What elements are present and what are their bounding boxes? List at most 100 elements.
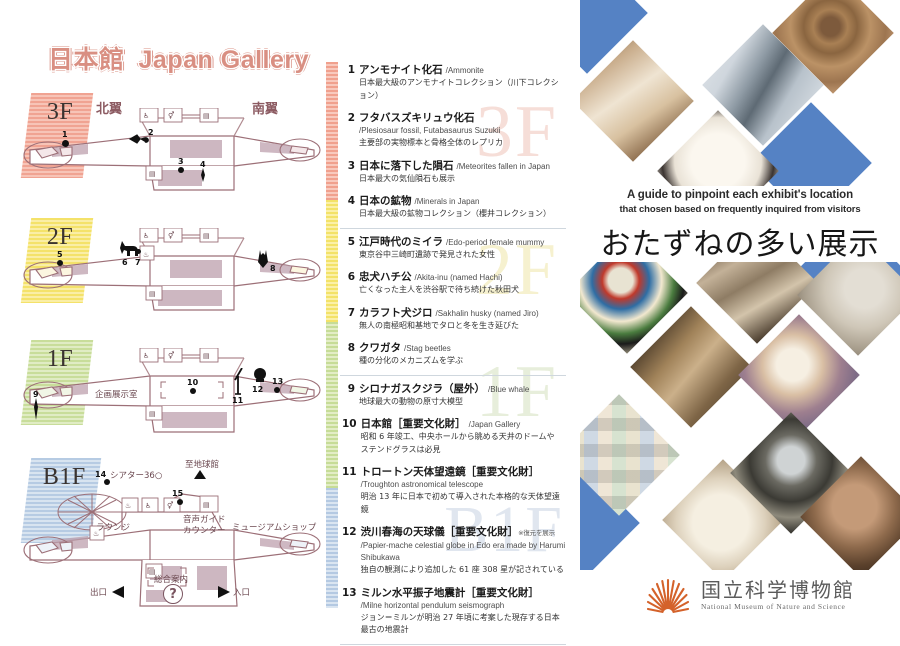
exhibit-number: 11: [342, 466, 357, 478]
tagline-secondary: that chosen based on frequently inquired…: [619, 204, 861, 215]
entrance-arrow-icon: [218, 586, 230, 598]
map-dot-14[interactable]: [104, 479, 110, 485]
map-dot-13[interactable]: [274, 387, 280, 393]
map-dot-5[interactable]: [57, 260, 63, 266]
svg-text:⚥: ⚥: [168, 231, 174, 240]
room-label-lounge: ラウンジ: [96, 523, 131, 533]
exhibit-title-en: /Milne horizontal pendulum seismograph: [360, 600, 505, 610]
map-marker-1f-10[interactable]: 10: [187, 378, 199, 387]
exhibit-body: 渋川春海の天球儀［重要文化財］※復元を展示/Papier-mache celes…: [361, 525, 566, 577]
photo-collage-top: [580, 0, 900, 186]
svg-text:♨: ♨: [143, 251, 149, 259]
exhibit-body: カラフト犬ジロ/Sakhalin husky (named Jiro)無人の南極…: [359, 306, 566, 333]
tagline-primary: A guide to pinpoint each exhibit's locat…: [626, 189, 854, 201]
exhibit-description: 日本最大の気仙隕石も展示: [359, 173, 455, 183]
map-marker-2f-7[interactable]: 7: [135, 258, 141, 267]
map-marker-3f-4[interactable]: 4: [200, 160, 206, 169]
exhibit-title-jp: 日本の鉱物: [359, 195, 412, 207]
wing-label-north: 北翼: [96, 102, 123, 117]
map-marker-1f-12[interactable]: 12: [252, 385, 264, 394]
exhibit-description: 日本最大級のアンモナイトコレクション（川下コレクション）: [359, 78, 559, 100]
map-marker-2f-8[interactable]: 8: [270, 264, 276, 273]
map-dot-15[interactable]: [177, 499, 183, 505]
svg-text:♿: ♿: [145, 502, 151, 510]
map-marker-2f-5[interactable]: 5: [57, 250, 63, 259]
exhibit-title-line: トロートン天体望遠鏡［重要文化財］: [361, 465, 566, 479]
exhibit-body: 忠犬ハチ公/Akita-inu (named Hachi)亡くなった主人を渋谷駅…: [359, 270, 566, 297]
exhibit-description: 日本最大級の鉱物コレクション（櫻井コレクション）: [359, 209, 551, 218]
map-marker-1f-9[interactable]: 9: [33, 390, 39, 399]
exhibit-item[interactable]: 12 渋川春海の天球儀［重要文化財］※復元を展示/Papier-mache cel…: [338, 524, 566, 580]
svg-text:♿: ♿: [143, 352, 149, 360]
celestial-globe-marker-icon: [254, 368, 266, 382]
map-marker-1f-11[interactable]: 11: [232, 396, 244, 405]
exhibit-number: 4: [347, 195, 355, 207]
map-marker-3f-2[interactable]: 2: [148, 128, 154, 137]
page-title-jp: 日本館: [48, 45, 125, 74]
exhibit-floor-separator: [340, 643, 566, 645]
map-marker-1f-13[interactable]: 13: [272, 377, 284, 386]
map-marker-2f-6[interactable]: 6: [122, 258, 128, 267]
map-marker-3f-1[interactable]: 1: [62, 130, 68, 139]
svg-text:▤: ▤: [149, 290, 156, 298]
svg-text:♨: ♨: [125, 502, 131, 510]
spine-band-2f: [326, 200, 338, 322]
exit-arrow-icon: [112, 586, 124, 598]
spine-band-3f: [326, 62, 338, 200]
exhibit-title-jp: 日本に落下した隕石: [359, 159, 454, 172]
sunburst-logo-icon: [646, 578, 690, 615]
room-label-audio-guide-1: 音声ガイド: [183, 515, 226, 525]
svg-text:▤: ▤: [203, 352, 210, 360]
exhibit-number: 2: [347, 112, 355, 124]
spine-band-b1f: [326, 488, 338, 608]
plesiosaur-marker-icon: [128, 134, 149, 144]
floor-map-3f[interactable]: ♿⚥ ▤▤: [22, 108, 322, 196]
exhibit-description: 無人の南極昭和基地でタロと冬を生き延びた: [359, 320, 519, 330]
photo-collage-bottom: [580, 262, 900, 570]
exhibit-description: 昭和 6 年竣工、中央ホールから眺める天井のドームや ステンドグラスは必見: [360, 432, 555, 454]
svg-text:▤: ▤: [203, 501, 210, 509]
exhibit-title-en: /Japan Gallery: [468, 420, 521, 429]
map-dot-3[interactable]: [178, 167, 184, 173]
svg-text:⚥: ⚥: [168, 351, 174, 360]
exhibit-title-line: 日本の鉱物/Minerals in Japan: [359, 194, 566, 208]
headline-japanese: おたずねの多い展示: [600, 227, 880, 262]
map-marker-3f-3[interactable]: 3: [178, 157, 184, 166]
exhibit-title-en: /Troughton astronomical telescope: [360, 480, 484, 489]
floor-map-2f[interactable]: ♿⚥ ▤♨▤: [22, 228, 322, 316]
map-marker-b1f-14[interactable]: 14: [95, 470, 107, 479]
floor-map-1f[interactable]: ♿⚥ ▤▤: [22, 348, 322, 440]
exhibit-title-jp: カラフト犬ジロ: [359, 306, 433, 319]
exhibit-title-jp: フタバスズキリュウ化石: [359, 112, 475, 124]
exhibit-description: 地球最大の動物の原寸大模型: [359, 396, 463, 406]
map-dot-10[interactable]: [190, 388, 196, 394]
exhibit-number: 1: [347, 64, 355, 76]
svg-text:♿: ♿: [143, 232, 149, 240]
exhibit-title-jp: 江戸時代のミイラ: [359, 235, 443, 248]
exhibit-number: 12: [342, 526, 357, 538]
info-icon[interactable]: ?: [163, 584, 183, 604]
wing-label-south: 南翼: [252, 102, 279, 117]
room-label-exit: 出口: [90, 588, 108, 598]
map-dot-7[interactable]: [136, 249, 141, 254]
logo-name-jp: 国立科学博物館: [701, 578, 855, 602]
map-marker-b1f-15[interactable]: 15: [172, 489, 184, 498]
svg-text:▤: ▤: [149, 170, 156, 178]
map-dot-1[interactable]: [62, 140, 69, 147]
exhibit-item[interactable]: 11 トロートン天体望遠鏡［重要文化財］/Troughton astronomic…: [338, 464, 566, 519]
